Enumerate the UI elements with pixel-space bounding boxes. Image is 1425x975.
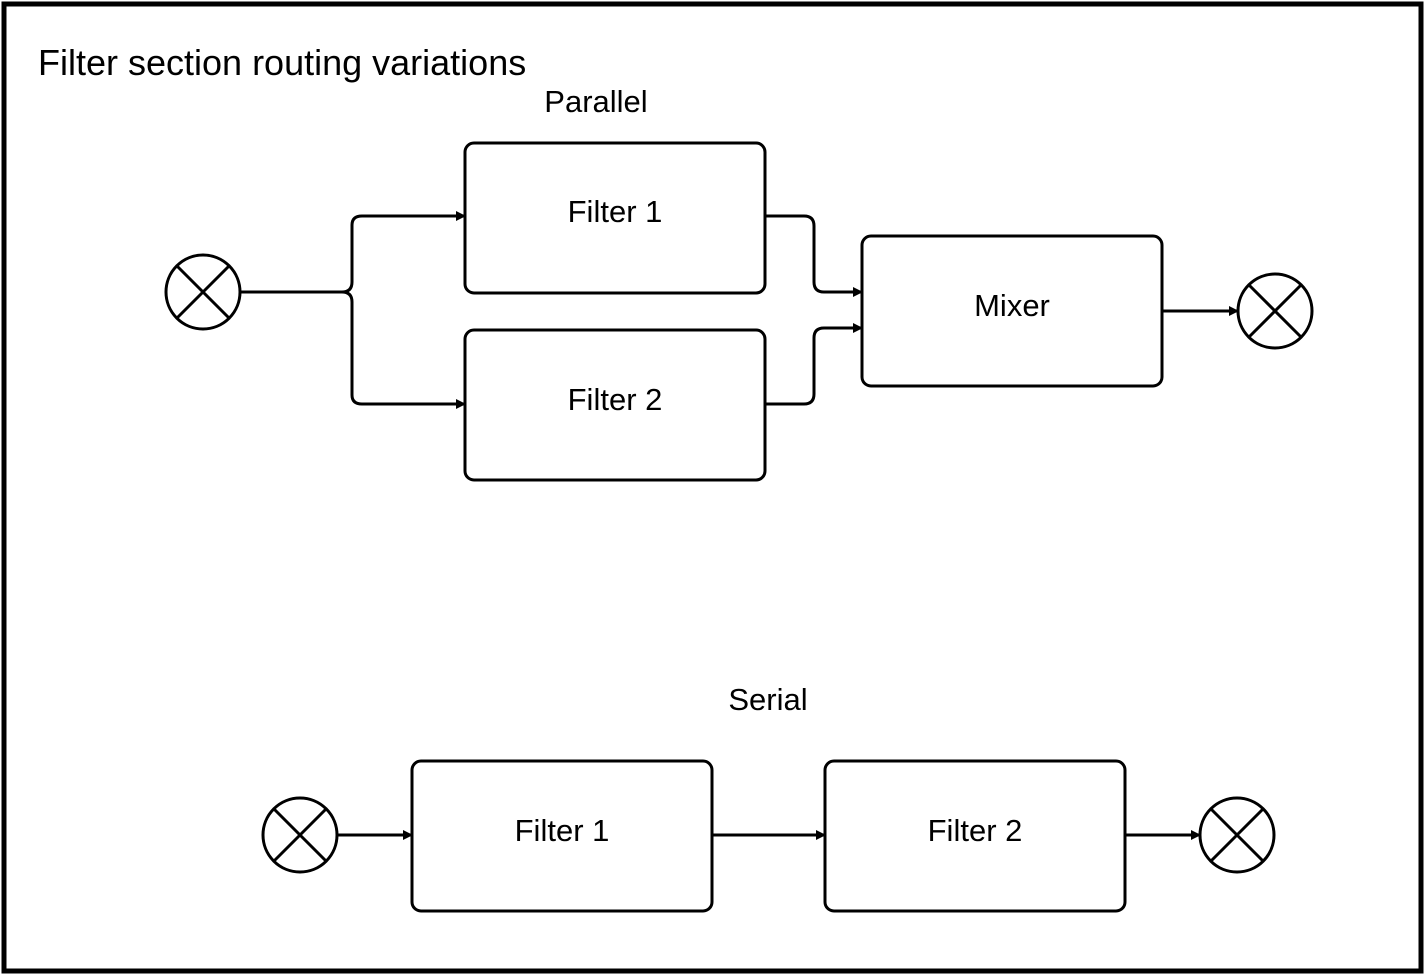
- serial-filter-1-box: Filter 1: [410, 759, 714, 913]
- mixer-box: Mixer: [860, 234, 1164, 388]
- parallel-filter-2-box: Filter 2: [463, 328, 767, 482]
- parallel-filter-1-box: Filter 1: [463, 141, 767, 295]
- serial-filter-2-box: Filter 2: [823, 759, 1127, 913]
- serial-output-terminal-icon: [1198, 796, 1276, 874]
- wire-filter-1-to-mixer: [765, 214, 863, 297]
- serial-section-label: Serial: [728, 682, 807, 717]
- diagram-title: Filter section routing variations: [38, 42, 526, 83]
- parallel-section-label: Parallel: [544, 84, 647, 119]
- parallel-filter-1-label: Filter 1: [568, 194, 663, 229]
- parallel-input-terminal-icon: [164, 253, 242, 331]
- wire-to-filter-1: [341, 211, 466, 294]
- serial-filter-2-label: Filter 2: [928, 813, 1023, 848]
- wire-filter-2-to-mixer: [765, 323, 863, 406]
- parallel-output-terminal-icon: [1236, 272, 1314, 350]
- serial-filter-1-label: Filter 1: [515, 813, 610, 848]
- mixer-label: Mixer: [974, 288, 1050, 323]
- serial-input-terminal-icon: [261, 796, 339, 874]
- wire-to-filter-2: [341, 290, 466, 409]
- parallel-filter-2-label: Filter 2: [568, 382, 663, 417]
